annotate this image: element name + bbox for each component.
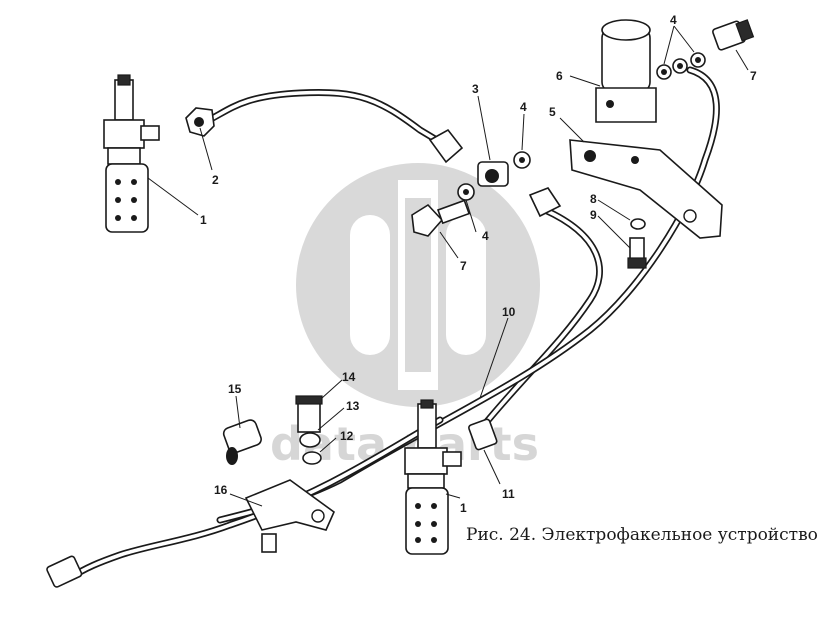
callout-9: 9 <box>590 208 597 222</box>
callout-4-b: 4 <box>670 13 677 27</box>
callout-13: 13 <box>346 399 360 413</box>
washers-4 <box>457 52 706 201</box>
callout-7-top: 7 <box>750 69 757 83</box>
union-nut-2 <box>185 107 215 137</box>
watermark-logo <box>296 163 540 407</box>
callout-4-c: 4 <box>482 229 489 243</box>
callout-10: 10 <box>502 305 516 319</box>
callout-5: 5 <box>549 105 556 119</box>
callout-1-bottom: 1 <box>460 501 467 515</box>
small-parts-12-15 <box>222 395 323 465</box>
callout-12: 12 <box>340 429 354 443</box>
callout-3: 3 <box>472 82 479 96</box>
glow-plug-bottom <box>404 399 462 555</box>
callout-14: 14 <box>342 370 356 384</box>
bracket-5 <box>569 139 723 239</box>
union-nut-11 <box>468 418 498 451</box>
callout-11: 11 <box>502 487 515 501</box>
callouts: 1 2 3 4 5 6 4 7 8 9 4 7 10 11 1 12 13 14… <box>200 13 757 515</box>
callout-16: 16 <box>214 483 228 497</box>
callout-7-mid: 7 <box>460 259 467 273</box>
fuel-lines <box>66 66 720 582</box>
glow-plug-top <box>103 74 160 233</box>
banjo-bolt-7-top <box>712 19 755 51</box>
washer-8-bolt-9 <box>627 218 647 269</box>
callout-8: 8 <box>590 192 597 206</box>
callout-6: 6 <box>556 69 563 83</box>
callout-1-top: 1 <box>200 213 207 227</box>
tee-fitting-3 <box>428 128 562 218</box>
banjo-bolt-7-mid <box>411 199 471 237</box>
clamp-16 <box>244 479 335 553</box>
end-fitting <box>46 555 83 588</box>
leader-lines <box>147 25 749 507</box>
callout-2: 2 <box>212 173 219 187</box>
callout-15: 15 <box>228 382 242 396</box>
callout-4-a: 4 <box>520 100 527 114</box>
figure-caption: Рис. 24. Электрофакельное устройство <box>466 525 818 545</box>
fuel-filter-6 <box>595 19 657 123</box>
